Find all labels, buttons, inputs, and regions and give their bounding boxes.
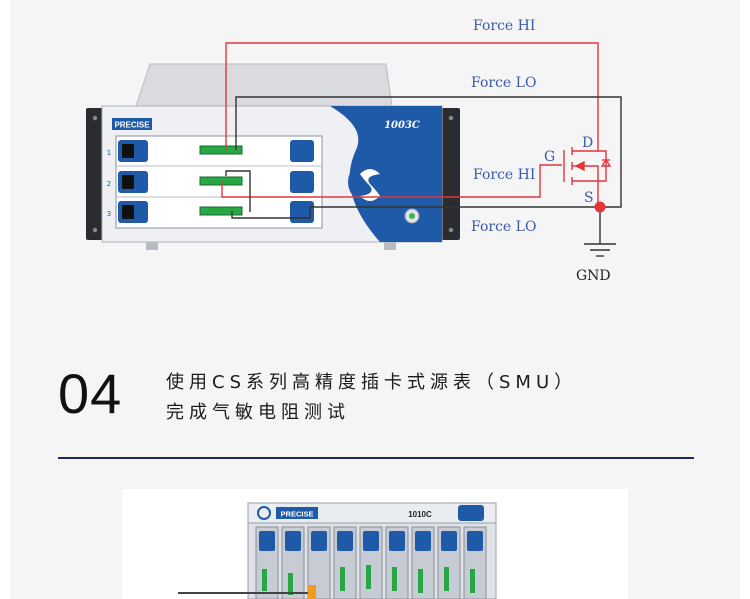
slot-cards [255,526,487,599]
slot-number-3: 3 [107,210,111,218]
orange-connector [308,585,316,599]
mosfet-symbol [563,134,612,207]
label-force-lo-top: Force LO [471,75,536,91]
label-force-hi-mid: Force HI [473,167,535,183]
ground-icon [584,243,616,257]
wire-force-lo-bot [231,206,600,219]
source-node [594,201,606,213]
step-description: 使用CS系列高精度插卡式源表（SMU） 完成气敏电阻测试 [166,368,577,428]
instrument-brand: PRECISE [114,121,150,130]
label-force-hi-top: Force HI [473,18,535,34]
label-pin-s: S [584,190,594,206]
label-pin-d: D [582,135,593,151]
photo-model: 1010C [408,510,432,519]
step-description-line2: 完成气敏电阻测试 [166,402,350,423]
chassis-1010c: PRECISE 1010C [178,502,497,599]
product-photo: PRECISE 1010C [122,489,628,599]
label-pin-g: G [544,149,555,165]
step-description-line1: 使用CS系列高精度插卡式源表（SMU） [166,372,578,393]
logo-mark-icon [348,160,392,204]
wire-force-hi-mid [221,164,562,198]
wiring-diagram: PRECISE 1003C 1 2 3 [86,18,622,284]
logo-ring-icon [257,506,271,520]
section-divider [58,457,694,459]
wires [221,42,622,244]
label-gnd: GND [576,268,611,284]
slot-number-2: 2 [107,180,111,188]
instrument-1003c: PRECISE 1003C 1 2 3 [86,63,460,250]
slot-number-1: 1 [107,149,111,157]
instrument-model: 1003C [384,120,420,131]
step-number: 04 [58,362,123,425]
label-force-lo-bot: Force LO [471,219,536,235]
photo-brand: PRECISE [281,510,314,519]
wire-force-hi-top [225,42,599,150]
wire-force-lo-top [235,96,622,208]
logo-mark-icon [458,505,484,521]
